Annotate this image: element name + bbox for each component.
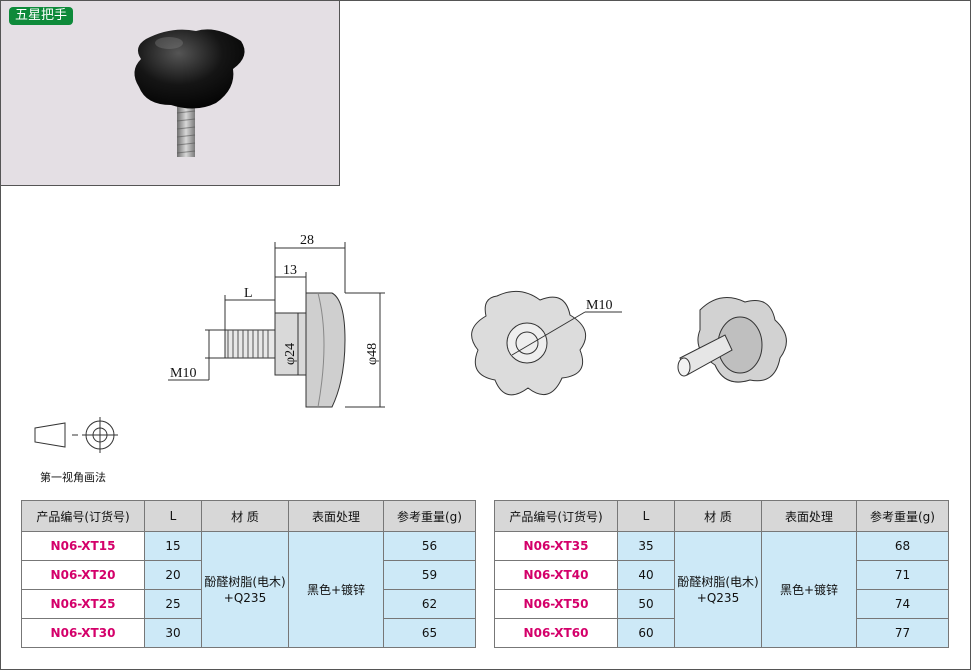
table-row: N06-XT50 50 74: [494, 589, 949, 619]
table-row: N06-XT40 40 71: [494, 560, 949, 590]
dim-l-label: L: [244, 286, 253, 301]
table-row: N06-XT15 15 酚醛树脂(电木) +Q235 黑色+镀锌 56: [21, 531, 476, 648]
product-code: N06-XT35: [494, 531, 618, 561]
weight-value: 62: [383, 589, 476, 619]
product-code: N06-XT30: [21, 618, 145, 648]
spec-table-left: 产品编号(订货号) L 材 质 表面处理 参考重量(g) N06-XT15 15…: [21, 500, 476, 648]
header-weight: 参考重量(g): [856, 500, 949, 532]
length-value: 40: [617, 560, 675, 590]
dim-28-label: 28: [300, 233, 314, 248]
length-value: 25: [144, 589, 202, 619]
weight-value: 74: [856, 589, 949, 619]
header-finish: 表面处理: [288, 500, 384, 532]
material-value: 酚醛树脂(电木) +Q235: [674, 531, 762, 648]
product-code: N06-XT25: [21, 589, 145, 619]
table-row: N06-XT35 35 酚醛树脂(电木) +Q235 黑色+镀锌 68: [494, 531, 949, 648]
weight-value: 71: [856, 560, 949, 590]
technical-drawings: 28 13 L M10 M10 φ24 φ48: [34, 233, 787, 453]
dim-24-label: φ24: [283, 343, 298, 365]
product-code: N06-XT15: [21, 531, 145, 561]
header-finish: 表面处理: [761, 500, 857, 532]
weight-value: 68: [856, 531, 949, 561]
header-material: 材 质: [674, 500, 762, 532]
finish-value: 黑色+镀锌: [761, 531, 857, 648]
table-row: N06-XT20 20 59: [21, 560, 476, 590]
length-value: 30: [144, 618, 202, 648]
table-row: N06-XT60 60 77: [494, 618, 949, 648]
header-code: 产品编号(订货号): [21, 500, 145, 532]
dim-13-label: 13: [283, 263, 297, 278]
header-l: L: [144, 500, 202, 532]
dim-m10-side-label: M10: [170, 366, 196, 381]
table-header-row: 产品编号(订货号) L 材 质 表面处理 参考重量(g): [21, 500, 476, 532]
product-code: N06-XT40: [494, 560, 618, 590]
product-photo-panel: 五星把手: [0, 0, 340, 186]
table-header-row: 产品编号(订货号) L 材 质 表面处理 参考重量(g): [494, 500, 949, 532]
material-value: 酚醛树脂(电木) +Q235: [201, 531, 289, 648]
product-code: N06-XT50: [494, 589, 618, 619]
table-row: N06-XT30 30 65: [21, 618, 476, 648]
weight-value: 65: [383, 618, 476, 648]
product-title-badge: 五星把手: [9, 7, 74, 25]
length-value: 35: [617, 531, 675, 561]
product-code: N06-XT60: [494, 618, 618, 648]
dim-48-label: φ48: [365, 343, 380, 365]
length-value: 20: [144, 560, 202, 590]
header-code: 产品编号(订货号): [494, 500, 618, 532]
dim-m10-front-label: M10: [586, 298, 612, 313]
weight-value: 77: [856, 618, 949, 648]
header-material: 材 质: [201, 500, 289, 532]
header-weight: 参考重量(g): [383, 500, 476, 532]
length-value: 50: [617, 589, 675, 619]
projection-method-label: 第一视角画法: [40, 471, 106, 484]
table-row: N06-XT25 25 62: [21, 589, 476, 619]
finish-value: 黑色+镀锌: [288, 531, 384, 648]
spec-table-right: 产品编号(订货号) L 材 质 表面处理 参考重量(g) N06-XT35 35…: [494, 500, 949, 648]
length-value: 60: [617, 618, 675, 648]
product-photo: [134, 29, 245, 157]
weight-value: 56: [383, 531, 476, 561]
header-l: L: [617, 500, 675, 532]
length-value: 15: [144, 531, 202, 561]
product-code: N06-XT20: [21, 560, 145, 590]
weight-value: 59: [383, 560, 476, 590]
